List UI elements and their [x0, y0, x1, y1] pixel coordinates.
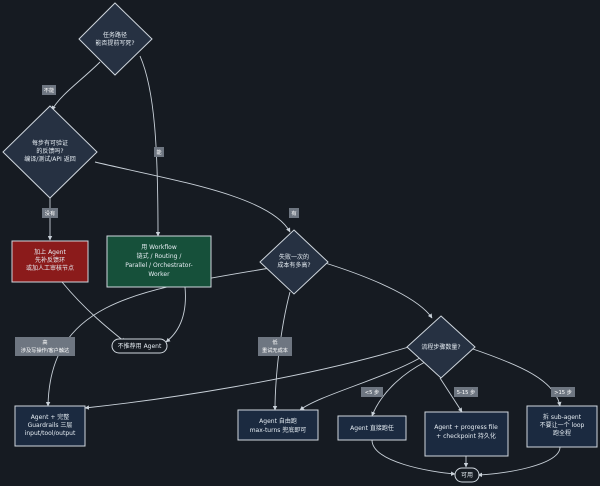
edge-steps-to-subagent — [469, 347, 562, 407]
svg-text:不推荐用 Agent: 不推荐用 Agent — [118, 342, 162, 350]
svg-text:Agent 直接跑任: Agent 直接跑任 — [350, 424, 394, 432]
edges — [45, 55, 562, 478]
svg-text:Agent 自由跑: Agent 自由跑 — [259, 417, 297, 425]
edge-steps-to-autorun — [299, 357, 421, 411]
edge-subagent-to-usable — [477, 446, 561, 478]
decision-step-count: 流程步骤数量? — [406, 315, 476, 379]
edge-label-low-2: 重试无成本 — [262, 346, 288, 354]
svg-text:失败一次的: 失败一次的 — [279, 253, 309, 261]
node-use-workflow: 用 Workflow 链式 / Routing / Parallel / Orc… — [106, 235, 212, 288]
node-agent-guardrails: Agent + 完整 Guardrails 三层 input/tool/outp… — [14, 405, 86, 447]
edge-path-to-verify — [51, 61, 101, 111]
edge-label-lt5: <5 步 — [365, 389, 379, 396]
svg-text:Parallel / Orchestrator-: Parallel / Orchestrator- — [125, 262, 192, 269]
edge-labels: 不能 能 没有 有 高 涉及写操作/客户触达 低 重试无成本 <5 步 5-15… — [15, 85, 575, 397]
svg-text:先补反馈环: 先补反馈环 — [35, 256, 65, 264]
svg-text:+ checkpoint 持久化: + checkpoint 持久化 — [436, 432, 496, 440]
edge-workflow-to-notrec — [165, 286, 186, 343]
node-not-recommended: 不推荐用 Agent — [111, 338, 168, 354]
decision-failure-cost: 失败一次的 成本有多高? — [259, 229, 329, 295]
svg-text:input/tool/output: input/tool/output — [25, 430, 76, 437]
svg-text:Guardrails 三层: Guardrails 三层 — [28, 422, 73, 429]
node-add-feedback: 加上 Agent 先补反馈环 或加人工审核节点 — [11, 240, 89, 283]
node-usable: 可用 — [454, 467, 480, 483]
edge-direct-to-usable — [371, 439, 456, 476]
svg-text:链式 / Routing /: 链式 / Routing / — [137, 252, 183, 260]
edge-steps-to-guardrails — [84, 345, 413, 410]
edge-label-has: 有 — [291, 209, 296, 217]
edge-feedback-to-notrec — [61, 281, 126, 343]
svg-text:每步有可验证: 每步有可验证 — [32, 139, 68, 147]
svg-text:可用: 可用 — [461, 472, 473, 479]
edge-steps-to-progress — [439, 377, 463, 413]
edge-path-to-workflow — [139, 55, 161, 237]
edge-label-high-1: 高 — [42, 338, 47, 346]
svg-text:用 Workflow: 用 Workflow — [141, 244, 177, 251]
svg-text:或加人工审核节点: 或加人工审核节点 — [26, 264, 74, 272]
decision-task-path: 任务路径 能否提前写死? — [78, 2, 153, 76]
node-agent-auto-run: Agent 自由跑 max-turns 兜底即可 — [237, 409, 319, 441]
decision-verifiable-feedback: 每步有可验证 的反馈吗? 编译/测试/API 返回 — [2, 105, 98, 199]
svg-text:跑全程: 跑全程 — [553, 429, 571, 437]
edge-cost-to-steps — [321, 261, 433, 319]
svg-text:流程步骤数量?: 流程步骤数量? — [421, 343, 460, 351]
edge-label-none: 没有 — [45, 209, 55, 217]
edge-label-high-2: 涉及写操作/客户触达 — [21, 346, 69, 354]
svg-text:拆 sub-agent: 拆 sub-agent — [543, 413, 582, 421]
svg-text:不要让一个 loop: 不要让一个 loop — [540, 421, 585, 429]
svg-text:Agent + progress file: Agent + progress file — [434, 424, 498, 431]
svg-text:Worker: Worker — [148, 271, 170, 278]
node-split-subagent: 拆 sub-agent 不要让一个 loop 跑全程 — [526, 405, 598, 448]
edge-label-gt15: >15 步 — [554, 389, 572, 396]
edge-cost-to-guardrails — [45, 267, 271, 407]
svg-text:能否提前写死?: 能否提前写死? — [95, 39, 134, 47]
svg-text:max-turns 兜底即可: max-turns 兜底即可 — [250, 426, 307, 434]
svg-text:成本有多高?: 成本有多高? — [277, 261, 310, 269]
node-agent-progress: Agent + progress file + checkpoint 持久化 — [424, 411, 509, 457]
edge-label-can: 能 — [156, 148, 161, 156]
node-agent-direct: Agent 直接跑任 — [337, 415, 407, 441]
edge-steps-to-direct — [371, 361, 426, 417]
svg-text:的反馈吗?: 的反馈吗? — [36, 147, 63, 155]
edge-label-5-15: 5-15 步 — [457, 389, 476, 396]
edge-label-cannot: 不能 — [44, 86, 54, 94]
edge-label-low-1: 低 — [272, 338, 278, 346]
svg-text:任务路径: 任务路径 — [103, 31, 127, 39]
svg-text:加上 Agent: 加上 Agent — [34, 248, 66, 256]
svg-text:编译/测试/API 返回: 编译/测试/API 返回 — [24, 155, 75, 163]
svg-text:Agent + 完整: Agent + 完整 — [31, 413, 70, 421]
edge-verify-to-cost — [94, 161, 291, 233]
